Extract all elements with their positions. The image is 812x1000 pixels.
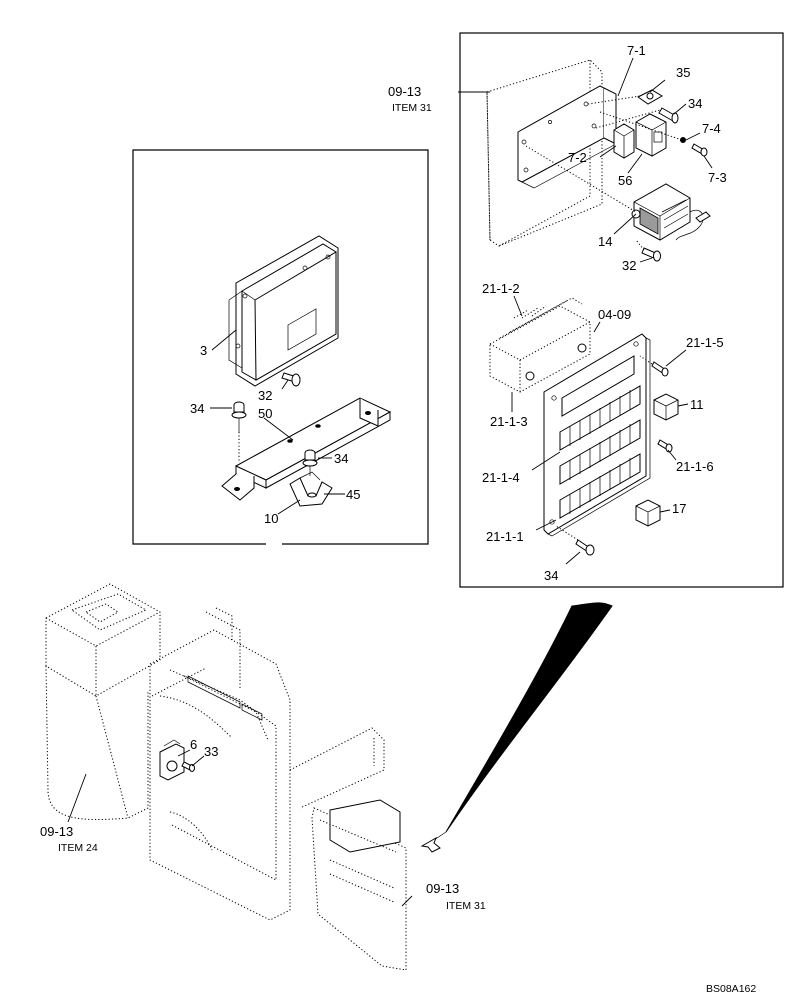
label-ref-0913-right: 09-13: [426, 881, 459, 896]
label-14: 14: [598, 234, 612, 249]
label-34-left: 34: [190, 401, 204, 416]
relay-plate: [517, 85, 617, 189]
screw-21-1-5: [639, 355, 669, 377]
label-50: 50: [258, 406, 272, 421]
label-32-left: 32: [258, 388, 272, 403]
label-ref-0913-left: 09-13: [40, 824, 73, 839]
label-item31-right: ITEM 31: [446, 900, 486, 912]
screw-33: [181, 761, 195, 772]
relay-11: [653, 393, 679, 421]
label-7-1: 7-1: [627, 43, 646, 58]
bolt-34-bottom: [555, 525, 595, 556]
flasher-unit-14: [631, 183, 711, 241]
screw-7-3: [691, 143, 708, 157]
bolt-34-mid: [302, 449, 318, 476]
label-34-bottom: 34: [544, 568, 558, 583]
label-21-1-6: 21-1-6: [676, 459, 714, 474]
label-11: 11: [690, 397, 704, 412]
relay-56: [635, 113, 667, 157]
label-7-2: 7-2: [568, 150, 587, 165]
label-ref-0913-top: 09-13: [388, 84, 421, 99]
label-04-09: 04-09: [598, 307, 631, 322]
label-21-1-2: 21-1-2: [482, 281, 520, 296]
callout-labels: 09-13 ITEM 31 7-1 35 34 7-4 7-2 56 7-3 1…: [40, 43, 756, 995]
label-21-1-1: 21-1-1: [486, 529, 524, 544]
label-21-1-3: 21-1-3: [490, 414, 528, 429]
bolt-34-left: [231, 401, 247, 462]
screw-32-top: [635, 239, 661, 262]
cab-structure-ref: [45, 583, 413, 971]
fuse-box-frame: [489, 297, 591, 393]
label-34-top: 34: [688, 96, 702, 111]
label-45: 45: [346, 487, 360, 502]
relay-17: [635, 499, 661, 527]
label-7-3: 7-3: [708, 170, 727, 185]
label-10: 10: [264, 511, 278, 526]
bracket-50: [221, 397, 392, 501]
label-56: 56: [618, 173, 632, 188]
screw-32-left: [281, 372, 301, 387]
label-21-1-4: 21-1-4: [482, 470, 520, 485]
label-item31-top: ITEM 31: [392, 102, 432, 114]
drawing-code: BS08A162: [706, 983, 756, 995]
fuse-rows: [559, 385, 641, 519]
clamp-45: [289, 471, 333, 507]
fuse-panel-21-1-1: [543, 333, 651, 537]
label-35: 35: [676, 65, 690, 80]
label-32-top: 32: [622, 258, 636, 273]
screw-21-1-6: [657, 439, 673, 453]
controller-detail-box: [132, 149, 429, 545]
label-33: 33: [204, 744, 218, 759]
label-7-4: 7-4: [702, 121, 721, 136]
controller-unit: [228, 235, 339, 387]
label-6: 6: [190, 737, 197, 752]
relay-7-2: [613, 123, 635, 159]
diode-35: [637, 89, 663, 105]
callout-arrow: [420, 602, 613, 853]
label-item24: ITEM 24: [58, 842, 98, 854]
label-34-mid: 34: [334, 451, 348, 466]
label-17: 17: [672, 501, 686, 516]
fuse-relay-detail-box: [458, 32, 784, 588]
label-3: 3: [200, 343, 207, 358]
label-21-1-5: 21-1-5: [686, 335, 724, 350]
switch-6: [159, 739, 185, 781]
